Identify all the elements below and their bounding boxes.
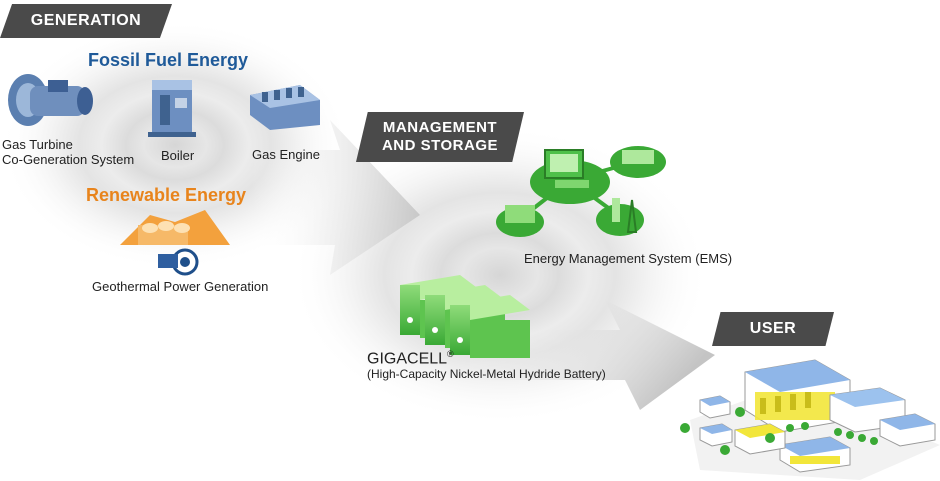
ems-network-icon: [496, 146, 666, 237]
flow-arrow-generation-to-management: [250, 120, 420, 275]
user-tag-label: USER: [749, 320, 797, 337]
geothermal-icon: [120, 210, 230, 276]
gas-engine-label: Gas Engine: [252, 147, 320, 162]
gigacell-battery-icon: [400, 275, 530, 358]
boiler-label: Boiler: [161, 148, 195, 163]
gas-turbine-label-line1: Gas Turbine: [2, 137, 73, 152]
gas-engine-icon: [250, 85, 320, 130]
gigacell-name: GIGACELL: [367, 350, 448, 368]
registered-mark: ®: [447, 349, 454, 359]
management-tag-line2: AND STORAGE: [381, 137, 499, 154]
fossil-fuel-title: Fossil Fuel Energy: [88, 50, 249, 70]
management-tag-line1: MANAGEMENT: [382, 119, 498, 136]
generation-tag-label: GENERATION: [30, 12, 142, 29]
gas-turbine-label-line2: Co-Generation System: [2, 152, 135, 167]
geothermal-label: Geothermal Power Generation: [92, 279, 269, 294]
user-tag: USER: [712, 312, 834, 346]
generation-tag: GENERATION: [0, 4, 172, 38]
gigacell-description: (High-Capacity Nickel-Metal Hydride Batt…: [367, 367, 606, 381]
gas-turbine-icon: [8, 74, 93, 126]
gas-turbine-label: Gas Turbine Co-Generation System: [2, 137, 134, 167]
boiler-icon: [148, 80, 196, 137]
gigacell-label: GIGACELL®: [367, 345, 454, 368]
renewable-energy-title: Renewable Energy: [86, 185, 247, 205]
ems-label: Energy Management System (EMS): [524, 251, 733, 266]
flow-arrow-management-to-user: [470, 300, 715, 410]
management-tag: MANAGEMENT AND STORAGE: [356, 112, 524, 162]
city-buildings-icon: [680, 359, 940, 480]
